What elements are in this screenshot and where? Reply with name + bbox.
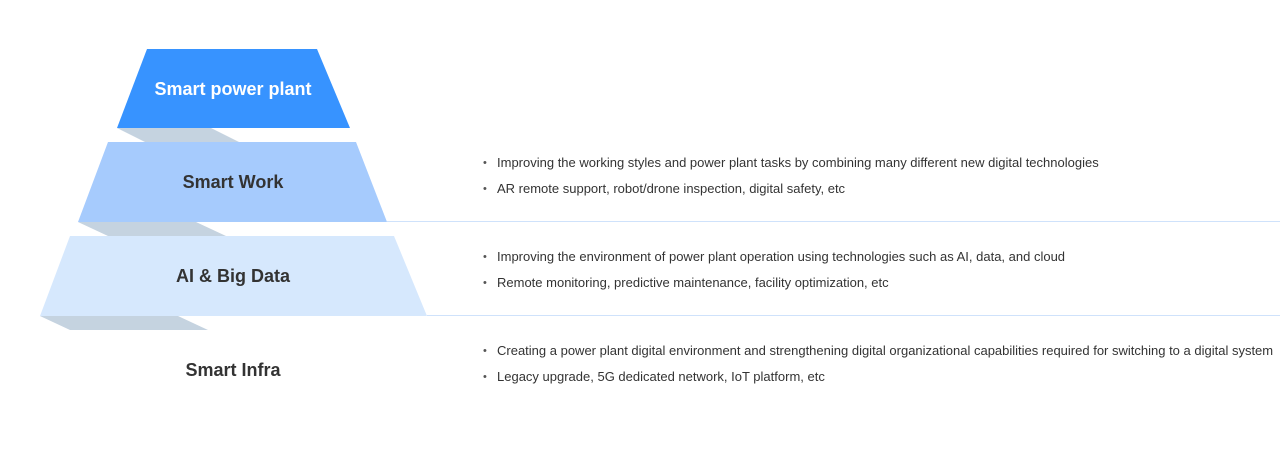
tier-smart-power-plant [117, 49, 350, 128]
bullet-item: Remote monitoring, predictive maintenanc… [483, 275, 1280, 291]
bullet-item: Legacy upgrade, 5G dedicated network, Io… [483, 369, 1280, 385]
bullet-item: Creating a power plant digital environme… [483, 343, 1280, 359]
bullet-item: AR remote support, robot/drone inspectio… [483, 181, 1280, 197]
bullet-item: Improving the working styles and power p… [483, 155, 1280, 171]
description-smart-infra: Creating a power plant digital environme… [483, 343, 1280, 395]
tier-label-smart-work: Smart Work [183, 172, 285, 192]
tier-label-smart-infra: Smart Infra [185, 360, 281, 380]
tier-label-smart-power-plant: Smart power plant [154, 79, 311, 99]
row-divider-1 [387, 221, 1280, 222]
tier-ai-big-data [40, 236, 427, 316]
description-smart-work: Improving the working styles and power p… [483, 155, 1280, 207]
tier-smart-work [78, 142, 387, 222]
tier-shadow-3 [40, 316, 208, 330]
description-ai-big-data: Improving the environment of power plant… [483, 249, 1280, 301]
bullet-item: Improving the environment of power plant… [483, 249, 1280, 265]
tier-label-ai-big-data: AI & Big Data [176, 266, 291, 286]
tier-shadow-1 [117, 128, 239, 142]
tier-shadow-2 [78, 222, 226, 236]
row-divider-2 [427, 315, 1280, 316]
